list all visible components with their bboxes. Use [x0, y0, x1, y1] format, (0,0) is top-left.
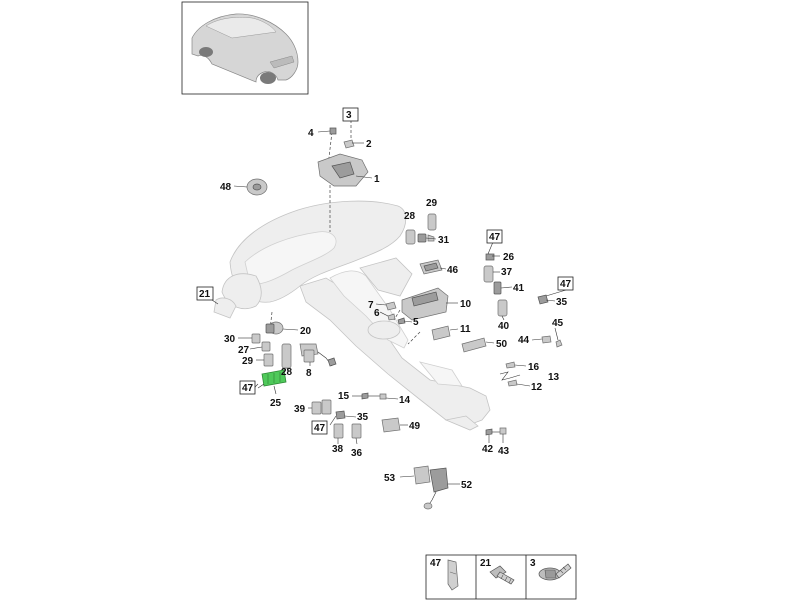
callout-49: 49 [409, 421, 421, 432]
callout-28: 28 [281, 367, 293, 378]
callout-36: 36 [351, 448, 363, 459]
leader-lines [211, 130, 567, 485]
callout-40: 40 [498, 321, 510, 332]
callout-42: 42 [482, 444, 494, 455]
callout-47: 47 [314, 423, 326, 434]
callout-31: 31 [438, 235, 450, 246]
callout-41: 41 [513, 283, 525, 294]
callout-50: 50 [496, 339, 508, 350]
callout-16: 16 [528, 362, 540, 373]
fastener-legend: 47 21 3 [425, 554, 577, 600]
callout-47: 47 [242, 383, 254, 394]
callout-43: 43 [498, 446, 510, 457]
leader-3 [327, 120, 352, 232]
dashboard-ghost [213, 200, 491, 431]
flange-screw-icon [538, 563, 572, 581]
callout-26: 26 [503, 252, 515, 263]
callout-53: 53 [384, 473, 396, 484]
callout-38: 38 [332, 444, 344, 455]
callout-25: 25 [270, 398, 282, 409]
callout-1: 1 [374, 174, 380, 185]
callout-4: 4 [308, 128, 314, 139]
screw-icon [489, 565, 515, 585]
callout-27: 27 [238, 345, 250, 356]
callout-46: 46 [447, 265, 459, 276]
callout-10: 10 [460, 299, 472, 310]
callout-21: 21 [199, 289, 211, 300]
callout-39: 39 [294, 404, 306, 415]
callout-20: 20 [300, 326, 312, 337]
callout-47: 47 [489, 232, 501, 243]
callout-3: 3 [346, 110, 352, 121]
callout-44: 44 [518, 335, 530, 346]
parts [246, 127, 563, 510]
callout-2: 2 [366, 139, 372, 150]
callout-6: 6 [374, 308, 380, 319]
callout-47: 47 [560, 279, 572, 290]
callout-52: 52 [461, 480, 473, 491]
callout-12: 12 [531, 382, 543, 393]
callout-11: 11 [460, 324, 471, 335]
highlighted-switch-panel [261, 369, 287, 387]
legend-47-label: 47 [430, 558, 442, 569]
callout-5: 5 [413, 317, 419, 328]
boxed-callouts [196, 107, 574, 435]
callout-29: 29 [242, 356, 254, 367]
callout-7: 7 [368, 300, 374, 311]
legend-21-label: 21 [480, 558, 492, 569]
callout-15: 15 [338, 391, 350, 402]
callout-labels: 3 21 47 47 47 47 1 2 4 48 28 29 31 46 26… [199, 110, 572, 491]
callout-48: 48 [220, 182, 232, 193]
callout-13: 13 [548, 372, 560, 383]
callout-14: 14 [399, 395, 411, 406]
clip-icon [447, 559, 459, 591]
callout-35: 35 [357, 412, 369, 423]
callout-35: 35 [556, 297, 568, 308]
callout-29: 29 [426, 198, 438, 209]
legend-3-label: 3 [530, 558, 536, 569]
callout-45: 45 [552, 318, 564, 329]
callout-37: 37 [501, 267, 513, 278]
callout-30: 30 [224, 334, 236, 345]
callout-28: 28 [404, 211, 416, 222]
callout-8: 8 [306, 368, 312, 379]
vehicle-thumbnail [181, 1, 309, 95]
